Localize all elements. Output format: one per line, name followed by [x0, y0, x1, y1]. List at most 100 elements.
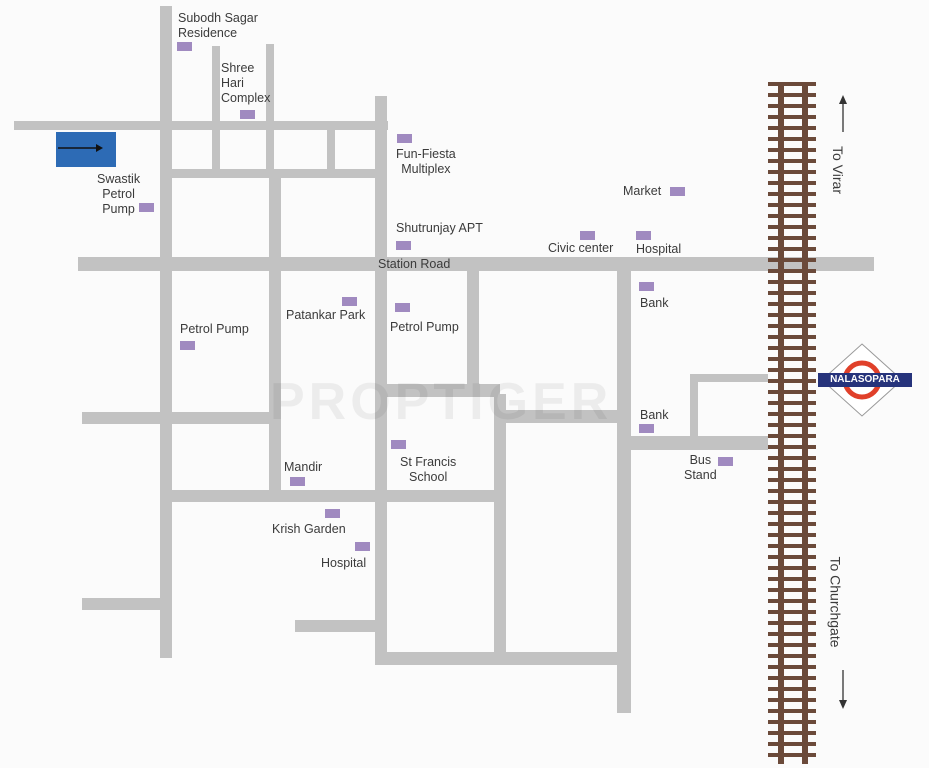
railway-sleeper	[768, 731, 816, 735]
railway-sleeper	[768, 588, 816, 592]
road	[467, 267, 479, 392]
railway-sleeper	[768, 544, 816, 548]
railway-sleeper	[768, 632, 816, 636]
railway-sleeper	[768, 423, 816, 427]
road	[617, 267, 631, 713]
railway-sleeper	[768, 324, 816, 328]
railway-sleeper	[768, 247, 816, 251]
label-subodh-sagar-residence: Subodh Sagar Residence	[178, 11, 258, 40]
railway-rail	[802, 82, 808, 764]
railway-sleeper	[768, 280, 816, 284]
label-st-francis-school: St Francis School	[400, 455, 457, 484]
railway-sleeper	[768, 445, 816, 449]
marker-hospital-south	[355, 542, 370, 551]
railway-sleeper	[768, 368, 816, 372]
railway-sleeper	[768, 566, 816, 570]
marker-st-francis-school	[391, 440, 406, 449]
label-shree-hari-complex: Shree Hari Complex	[221, 61, 271, 105]
label-shutrunjay-apt: Shutrunjay APT	[396, 221, 483, 235]
railway-sleeper	[768, 302, 816, 306]
railway-track	[768, 82, 816, 764]
railway-sleeper	[768, 137, 816, 141]
marker-bus-stand	[718, 457, 733, 466]
label-bank-north: Bank	[640, 296, 669, 310]
label-petrol-pump-center: Petrol Pump	[390, 320, 459, 334]
railway-sleeper	[768, 93, 816, 97]
railway-sleeper	[768, 621, 816, 625]
marker-swastik-petrol-pump	[139, 203, 154, 212]
marker-petrol-pump-west	[180, 341, 195, 350]
railway-sleeper	[768, 522, 816, 526]
railway-sleeper	[768, 599, 816, 603]
railway-sleeper	[768, 478, 816, 482]
watermark: PROPTIGER	[270, 373, 613, 431]
road	[160, 169, 386, 178]
railway-sleeper	[768, 467, 816, 471]
label-station-road: Station Road	[378, 257, 451, 271]
arrow-north-icon	[839, 95, 847, 132]
railway-sleeper	[768, 192, 816, 196]
railway-sleeper	[768, 236, 816, 240]
railway-sleeper	[768, 214, 816, 218]
label-patankar-park: Patankar Park	[286, 308, 366, 322]
road	[500, 410, 618, 423]
railway-sleeper	[768, 170, 816, 174]
road	[269, 175, 281, 493]
road	[266, 44, 274, 172]
railway-sleeper	[768, 412, 816, 416]
railway-sleeper	[768, 313, 816, 317]
marker-shutrunjay-apt	[396, 241, 411, 250]
direction-north-label: To Virar	[829, 146, 846, 194]
railway-sleeper	[768, 126, 816, 130]
railway-sleeper	[768, 434, 816, 438]
marker-krish-garden	[325, 509, 340, 518]
railway-sleeper	[768, 456, 816, 460]
railway-sleeper	[768, 104, 816, 108]
road	[82, 412, 270, 424]
label-krish-garden: Krish Garden	[272, 522, 346, 536]
project-location-marker	[56, 132, 116, 167]
marker-patankar-park	[342, 297, 357, 306]
railway-sleeper	[768, 610, 816, 614]
railway-sleeper	[768, 346, 816, 350]
road	[295, 620, 377, 632]
road	[690, 374, 768, 382]
road	[375, 96, 387, 664]
road	[160, 6, 172, 658]
marker-shree-hari-complex	[240, 110, 255, 119]
road	[690, 374, 698, 444]
label-mandir: Mandir	[284, 460, 323, 474]
roads	[14, 6, 874, 713]
label-fun-fiesta-multiplex: Fun-Fiesta Multiplex	[396, 147, 456, 176]
railway-sleeper	[768, 489, 816, 493]
label-bank-south: Bank	[640, 408, 669, 422]
railway-sleeper	[768, 720, 816, 724]
railway-sleeper	[768, 676, 816, 680]
marker-bank-north	[639, 282, 654, 291]
marker-petrol-pump-center	[395, 303, 410, 312]
station-name-label: NALASOPARA	[818, 373, 912, 387]
road	[630, 436, 768, 450]
railway-sleeper	[768, 500, 816, 504]
railway-sleeper	[768, 555, 816, 559]
railway-sleeper	[768, 401, 816, 405]
label-civic-center: Civic center	[548, 241, 614, 255]
direction-south-label: To Churchgate	[827, 556, 844, 648]
label-petrol-pump-west: Petrol Pump	[180, 322, 249, 336]
railway-sleeper	[768, 742, 816, 746]
road	[494, 394, 506, 660]
railway-sleeper	[768, 643, 816, 647]
road	[14, 121, 388, 130]
railway-sleeper	[768, 115, 816, 119]
railway-sleeper	[768, 225, 816, 229]
marker-bank-south	[639, 424, 654, 433]
railway-sleeper	[768, 203, 816, 207]
railway-sleeper	[768, 665, 816, 669]
railway-sleeper	[768, 687, 816, 691]
railway-sleeper	[768, 577, 816, 581]
arrow-south-icon	[839, 670, 847, 709]
marker-market	[670, 187, 685, 196]
railway-sleeper	[768, 654, 816, 658]
marker-mandir	[290, 477, 305, 486]
